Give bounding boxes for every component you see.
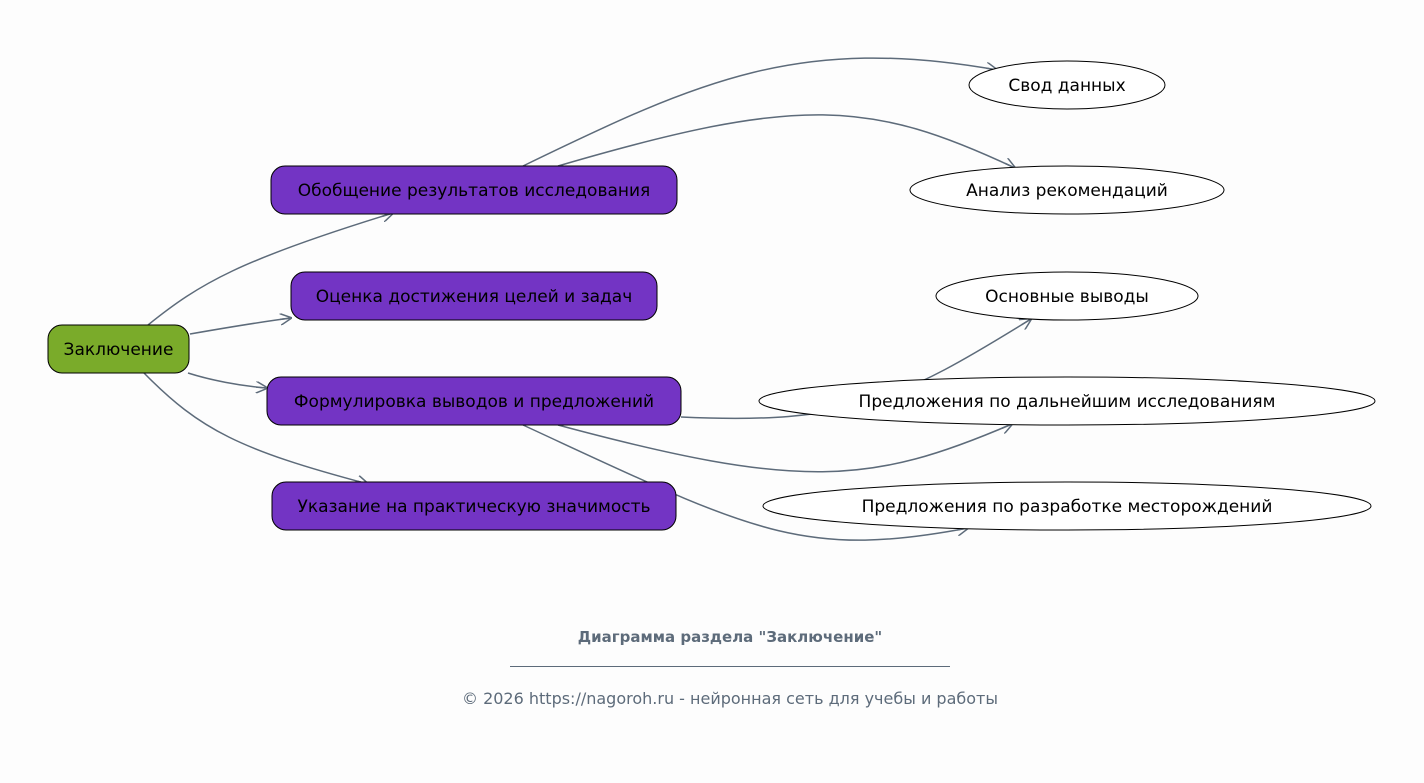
edge-root-branch-1 bbox=[147, 213, 393, 326]
leaf-node-3[interactable]: Основные выводы bbox=[935, 271, 1199, 321]
leaf-node-label: Свод данных bbox=[1008, 76, 1125, 96]
leaf-node-label: Анализ рекомендаций bbox=[966, 181, 1168, 201]
branch-node-3[interactable]: Формулировка выводов и предложений bbox=[266, 376, 682, 426]
leaf-node-4[interactable]: Предложения по дальнейшим исследованиям bbox=[758, 376, 1376, 426]
footer-copyright: © 2026 https://nagoroh.ru - нейронная се… bbox=[461, 689, 998, 708]
leaf-node-label: Основные выводы bbox=[985, 287, 1149, 307]
edge-branch-3-leaf-5 bbox=[522, 424, 968, 541]
leaf-node-label: Предложения по дальнейшим исследованиям bbox=[859, 392, 1276, 412]
leaf-node-1[interactable]: Свод данных bbox=[968, 60, 1166, 110]
branch-node-label: Указание на практическую значимость bbox=[297, 497, 650, 517]
leaf-node-label: Предложения по разработке месторождений bbox=[862, 497, 1273, 517]
edge-branch-1-leaf-1 bbox=[522, 57, 997, 167]
leaf-node-2[interactable]: Анализ рекомендаций bbox=[909, 165, 1225, 215]
leaf-node-5[interactable]: Предложения по разработке месторождений bbox=[762, 481, 1372, 531]
edge-root-branch-2 bbox=[189, 318, 291, 335]
branch-node-2[interactable]: Оценка достижения целей и задач bbox=[290, 271, 658, 321]
caption-divider bbox=[510, 666, 950, 667]
diagram-title: Диаграмма раздела "Заключение" bbox=[577, 628, 883, 646]
branch-node-label: Формулировка выводов и предложений bbox=[294, 392, 654, 412]
branch-node-label: Обобщение результатов исследования bbox=[298, 181, 651, 201]
edge-branch-1-leaf-2 bbox=[557, 114, 1015, 168]
branch-node-label: Оценка достижения целей и задач bbox=[316, 287, 633, 307]
root-node-label: Заключение bbox=[64, 340, 174, 360]
edge-branch-3-leaf-4 bbox=[557, 424, 1012, 473]
root-node[interactable]: Заключение bbox=[47, 324, 190, 374]
edge-root-branch-3 bbox=[187, 372, 267, 388]
branch-node-1[interactable]: Обобщение результатов исследования bbox=[270, 165, 678, 215]
edge-root-branch-4 bbox=[143, 372, 368, 484]
branch-node-4[interactable]: Указание на практическую значимость bbox=[271, 481, 677, 531]
